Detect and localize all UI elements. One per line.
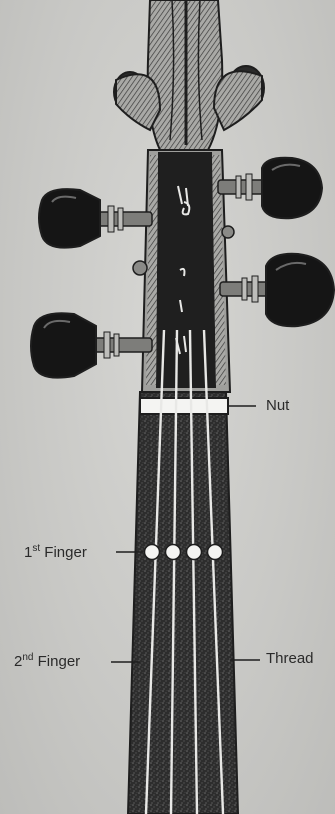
second-finger-label: 2nd Finger <box>14 653 80 671</box>
first-finger-label: 1st Finger <box>24 544 87 562</box>
thread-label: Thread <box>266 650 314 668</box>
thread-label-text: Thread <box>266 650 314 667</box>
nut-label: Nut <box>266 397 289 415</box>
peg-left-upper <box>39 189 152 248</box>
nut-label-text: Nut <box>266 397 289 414</box>
peg-right-upper <box>218 158 322 219</box>
second-finger-suffix: nd <box>22 652 33 663</box>
pegbox <box>142 150 230 392</box>
second-finger-text: Finger <box>38 653 81 670</box>
peg-left-lower <box>31 313 152 377</box>
scroll <box>114 0 264 150</box>
pegbox-pin-right <box>222 226 234 238</box>
nut <box>140 398 228 414</box>
first-finger-suffix: st <box>32 543 40 554</box>
peg-right-lower <box>220 254 334 327</box>
pegbox-pin-left <box>133 261 147 275</box>
first-finger-text: Finger <box>44 544 87 561</box>
